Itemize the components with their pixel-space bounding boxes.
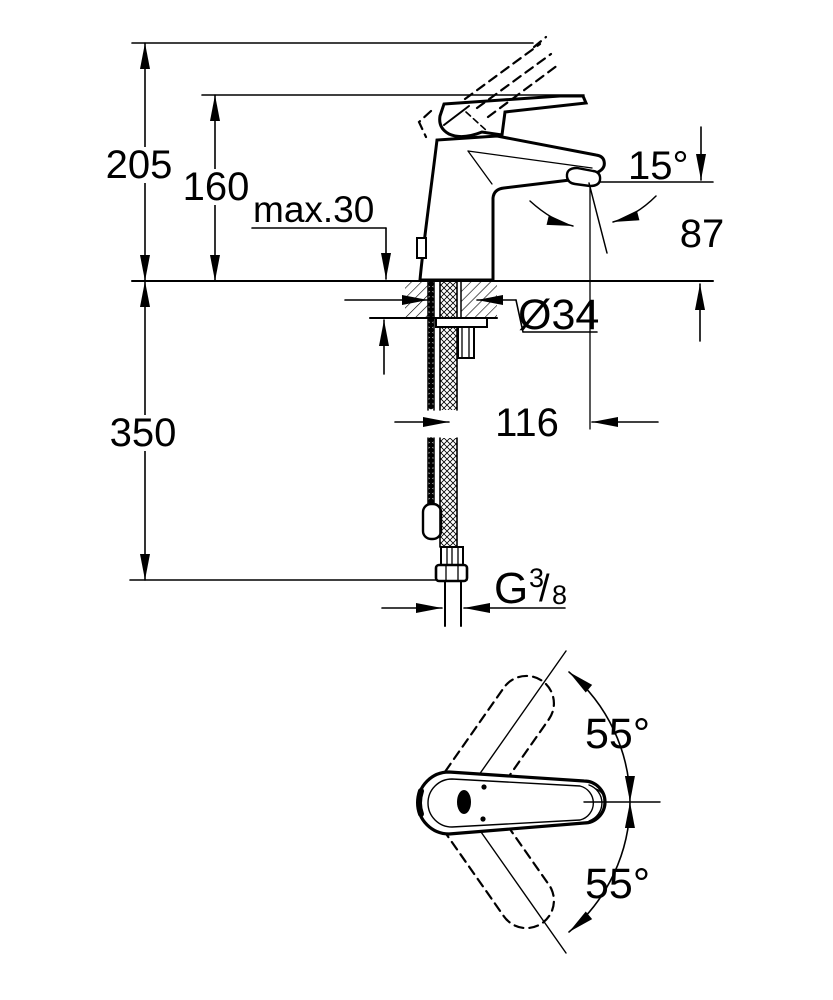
cartridge-mark bbox=[457, 790, 471, 814]
mounting-hardware bbox=[435, 317, 488, 359]
lever-top-view bbox=[416, 770, 607, 836]
connection-nut bbox=[434, 563, 469, 583]
thread-numerator: 3 bbox=[529, 563, 544, 593]
connection-fitting bbox=[434, 546, 469, 627]
dim-116-label: 116 bbox=[495, 401, 559, 445]
dim-205-label: 205 bbox=[106, 143, 173, 187]
pull-rod-knob bbox=[421, 502, 443, 541]
thread-denominator: 8 bbox=[552, 580, 567, 610]
dim-g38-label: G 3 / 8 bbox=[494, 563, 567, 613]
angle-arc-left bbox=[529, 200, 574, 227]
mounting-washer bbox=[435, 317, 488, 328]
body-detail-line bbox=[467, 150, 493, 185]
lever-hidden-edge bbox=[465, 111, 488, 132]
top-view-labels: 55° 55° bbox=[585, 710, 650, 908]
screw-dot-bottom bbox=[480, 816, 486, 822]
mounting-block bbox=[457, 326, 475, 359]
screw-dot-top bbox=[481, 784, 487, 790]
faucet-body bbox=[416, 134, 606, 282]
pop-up-rod bbox=[421, 280, 443, 541]
temperature-limit-tab bbox=[416, 237, 427, 259]
thread-g: G bbox=[494, 564, 528, 613]
swivel-axis-up bbox=[473, 650, 567, 783]
lever-swivel-down-dashed bbox=[444, 800, 556, 930]
side-view bbox=[104, 35, 714, 627]
dim-dia34-label: Ø34 bbox=[518, 291, 599, 339]
dim-87-label: 87 bbox=[680, 212, 725, 256]
lever-knob-edge bbox=[443, 105, 470, 126]
lever-outline bbox=[438, 94, 589, 139]
dim-dia34-leader bbox=[515, 299, 598, 333]
swivel-arc-top bbox=[568, 671, 635, 803]
dimension-lines bbox=[140, 42, 706, 613]
dim-350-label: 350 bbox=[110, 411, 177, 455]
lever-handle-raised-dashed bbox=[417, 35, 560, 139]
dim-max30-label: max.30 bbox=[253, 189, 374, 230]
lever-top-outline bbox=[416, 770, 607, 836]
spout-angle-indicator bbox=[529, 182, 657, 254]
thread-slash: / bbox=[539, 568, 550, 610]
stream-direction-line bbox=[588, 182, 608, 254]
supply-hose bbox=[439, 280, 458, 548]
swivel-top-label: 55° bbox=[585, 710, 650, 758]
swivel-arc-bottom bbox=[568, 801, 635, 933]
spout-detail-line bbox=[467, 150, 593, 169]
dim-15deg-label: 15° bbox=[628, 144, 689, 188]
label-backgrounds bbox=[104, 147, 249, 451]
lever-swivel-up-dashed bbox=[444, 674, 556, 804]
top-view bbox=[416, 650, 661, 954]
aerator bbox=[565, 166, 602, 188]
lever-knob-raised-dashed bbox=[417, 109, 433, 139]
swivel-bottom-label: 55° bbox=[585, 860, 650, 908]
left-rim-mark bbox=[416, 788, 424, 817]
swivel-axis-down bbox=[473, 821, 567, 954]
side-view-labels: 205 160 350 max.30 15° 87 Ø34 116 G 3 / … bbox=[106, 143, 725, 613]
lever-handle bbox=[438, 94, 589, 139]
dim-160-label: 160 bbox=[183, 165, 250, 209]
angle-arc-right bbox=[612, 195, 657, 223]
